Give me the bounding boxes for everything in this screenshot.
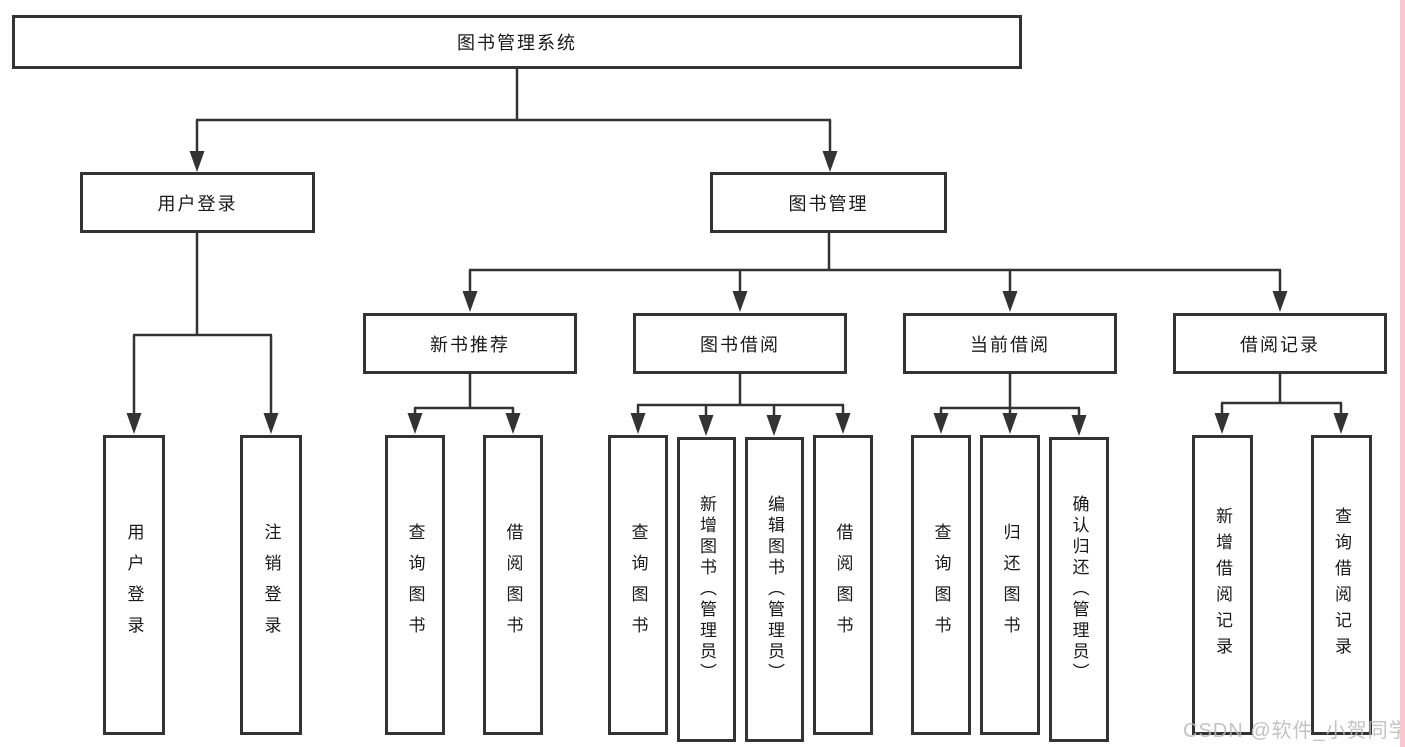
node-user-login: 用户登录 bbox=[80, 172, 315, 233]
leaf-query-borrow-record: 查询借阅记录 bbox=[1311, 435, 1372, 735]
leaf-add-book-admin: 新增图书（管理员） bbox=[677, 437, 736, 742]
node-root: 图书管理系统 bbox=[12, 15, 1022, 69]
leaf-add-borrow-record: 新增借阅记录 bbox=[1192, 435, 1253, 735]
leaf-query-books-borrow: 查询图书 bbox=[608, 435, 668, 735]
node-book-borrow: 图书借阅 bbox=[633, 313, 847, 374]
node-current-borrow: 当前借阅 bbox=[903, 313, 1117, 374]
node-borrow-records: 借阅记录 bbox=[1173, 313, 1387, 374]
node-book-management: 图书管理 bbox=[710, 172, 947, 233]
node-new-book-recommend: 新书推荐 bbox=[363, 313, 577, 374]
leaf-user-login: 用户登录 bbox=[103, 435, 165, 735]
leaf-logout: 注销登录 bbox=[240, 435, 302, 735]
leaf-return-books: 归还图书 bbox=[980, 435, 1040, 735]
leaf-query-books-recommend: 查询图书 bbox=[385, 435, 445, 735]
leaf-query-books-current: 查询图书 bbox=[911, 435, 971, 735]
leaf-confirm-return-admin: 确认归还（管理员） bbox=[1049, 437, 1109, 742]
leaf-edit-book-admin: 编辑图书（管理员） bbox=[745, 437, 804, 742]
csdn-watermark: CSDN @软件_小贺同学 bbox=[1183, 720, 1405, 742]
leaf-borrow-books: 借阅图书 bbox=[813, 435, 873, 735]
right-edge-strip bbox=[1400, 0, 1405, 747]
leaf-borrow-books-recommend: 借阅图书 bbox=[483, 435, 543, 735]
